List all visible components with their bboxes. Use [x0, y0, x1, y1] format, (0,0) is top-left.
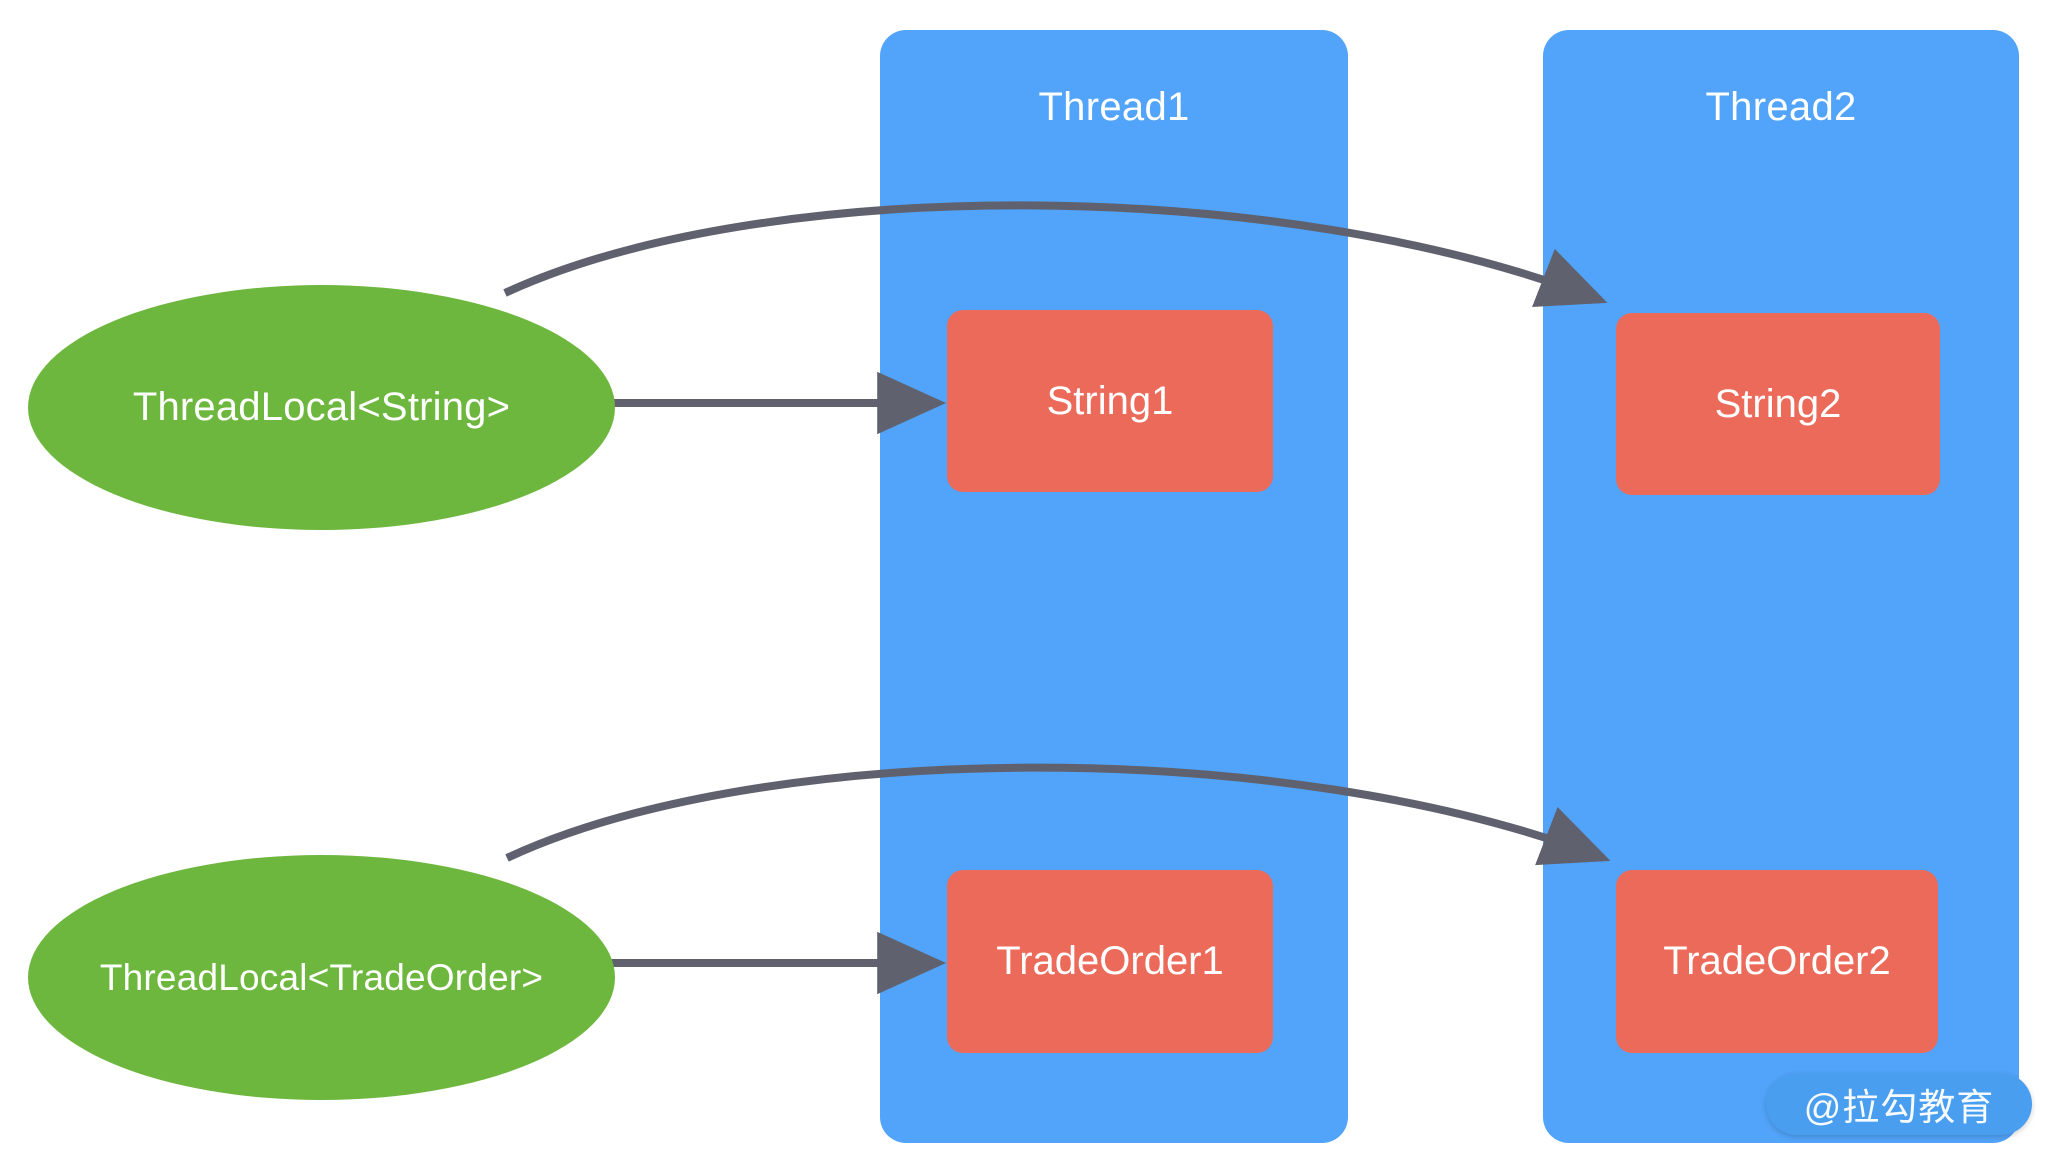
value-box-label-tradeorder2: TradeOrder2: [1663, 939, 1891, 983]
threadlocal-string-label: ThreadLocal<String>: [132, 385, 511, 429]
value-box-tradeorder2: TradeOrder2: [1616, 870, 1938, 1053]
threadlocal-tradeorder-node: ThreadLocal<TradeOrder>: [28, 855, 615, 1100]
thread-panel-title-thread1: Thread1: [1038, 85, 1190, 129]
threadlocal-string-node: ThreadLocal<String>: [28, 285, 615, 530]
threadlocal-tradeorder-label: ThreadLocal<TradeOrder>: [99, 956, 544, 998]
value-box-string2: String2: [1616, 313, 1940, 495]
thread-panel-title-thread2: Thread2: [1705, 85, 1857, 129]
value-box-label-tradeorder1: TradeOrder1: [996, 939, 1224, 983]
watermark-label: @拉勾教育: [1803, 1087, 1995, 1128]
value-box-label-string2: String2: [1714, 381, 1842, 426]
value-box-label-string1: String1: [1046, 378, 1174, 423]
watermark-badge: @拉勾教育: [1766, 1073, 2032, 1135]
value-box-tradeorder1: TradeOrder1: [947, 870, 1273, 1053]
value-box-string1: String1: [947, 310, 1273, 492]
